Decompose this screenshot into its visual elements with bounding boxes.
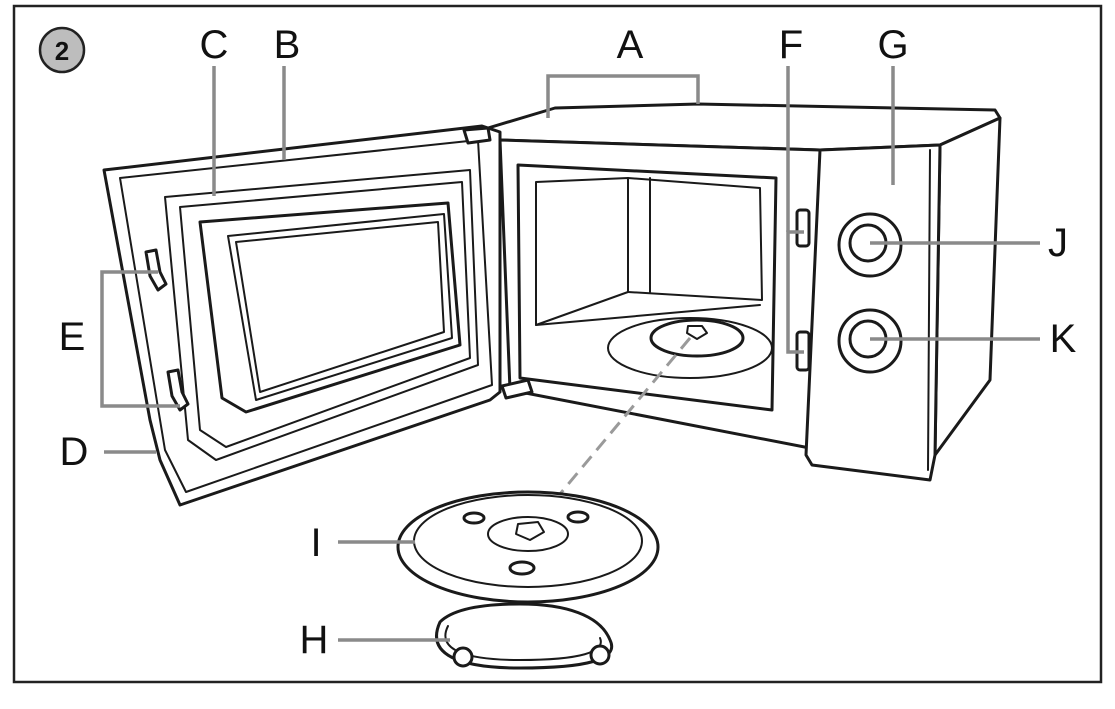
microwave-door bbox=[102, 124, 534, 507]
leader-a bbox=[546, 74, 700, 118]
leader-f bbox=[786, 230, 804, 354]
power-knob bbox=[837, 308, 903, 374]
door-hinge-bottom bbox=[500, 378, 534, 400]
label-i: I bbox=[310, 521, 321, 565]
glass-turntable bbox=[396, 490, 660, 604]
leader-e bbox=[100, 270, 180, 408]
roller-support bbox=[435, 602, 614, 670]
timer-knob bbox=[837, 212, 903, 278]
label-g: G bbox=[877, 23, 908, 67]
door-window bbox=[198, 201, 462, 414]
label-c: C bbox=[200, 23, 229, 67]
leader-lines bbox=[100, 66, 1040, 642]
label-f: F bbox=[779, 23, 803, 67]
label-k: K bbox=[1050, 317, 1077, 361]
label-b: B bbox=[274, 23, 301, 67]
microwave-body bbox=[486, 102, 1002, 482]
part-labels: A B C D E F G H I J K bbox=[59, 23, 1077, 662]
label-d: D bbox=[60, 430, 89, 474]
door-interlock-slots bbox=[795, 208, 811, 372]
label-j: J bbox=[1048, 221, 1068, 265]
figure-number-badge: 2 bbox=[38, 26, 86, 74]
label-h: H bbox=[300, 618, 329, 662]
oven-cavity bbox=[516, 163, 778, 412]
label-e: E bbox=[59, 315, 86, 359]
figure-number: 2 bbox=[55, 36, 69, 66]
label-a: A bbox=[617, 23, 644, 67]
door-hinge-top bbox=[462, 126, 492, 145]
door-latches bbox=[144, 248, 190, 412]
